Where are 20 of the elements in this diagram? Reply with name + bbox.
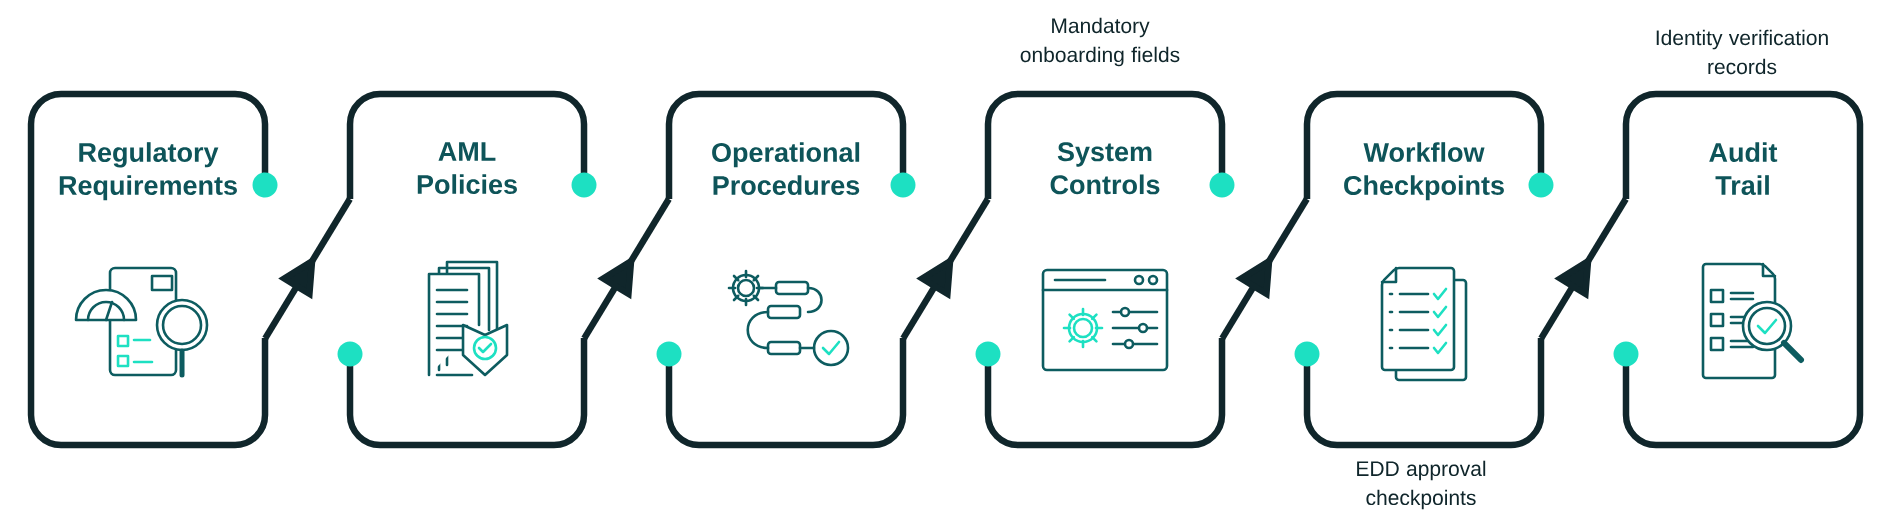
caption-text: Mandatory onboarding fields (1020, 17, 1180, 67)
process-box: Operational Procedures (656, 90, 916, 449)
arrow (1219, 197, 1310, 341)
process-box: AML Policies (337, 90, 597, 449)
caption-text: EDD approval checkpoints (1357, 460, 1486, 510)
node-label: Workflow Checkpoints (1344, 142, 1504, 201)
arrow (262, 197, 353, 341)
process-box: Regulatory Requirements (27, 90, 278, 449)
process-box: System Controls (975, 90, 1235, 449)
arrow (1538, 197, 1629, 341)
process-box: Audit Trail (1613, 90, 1864, 449)
arrow (900, 197, 991, 341)
node-label: Audit Trail (1709, 142, 1778, 196)
process-box: Workflow Checkpoints (1294, 90, 1554, 449)
node-label: System Controls (1050, 142, 1160, 195)
node-label: AML Policies (417, 142, 517, 195)
caption-text: Identity verification records (1656, 29, 1828, 75)
node-label: Regulatory Requirements (59, 142, 237, 201)
arrow (581, 197, 672, 341)
node-label: Operational Procedures (712, 142, 860, 196)
